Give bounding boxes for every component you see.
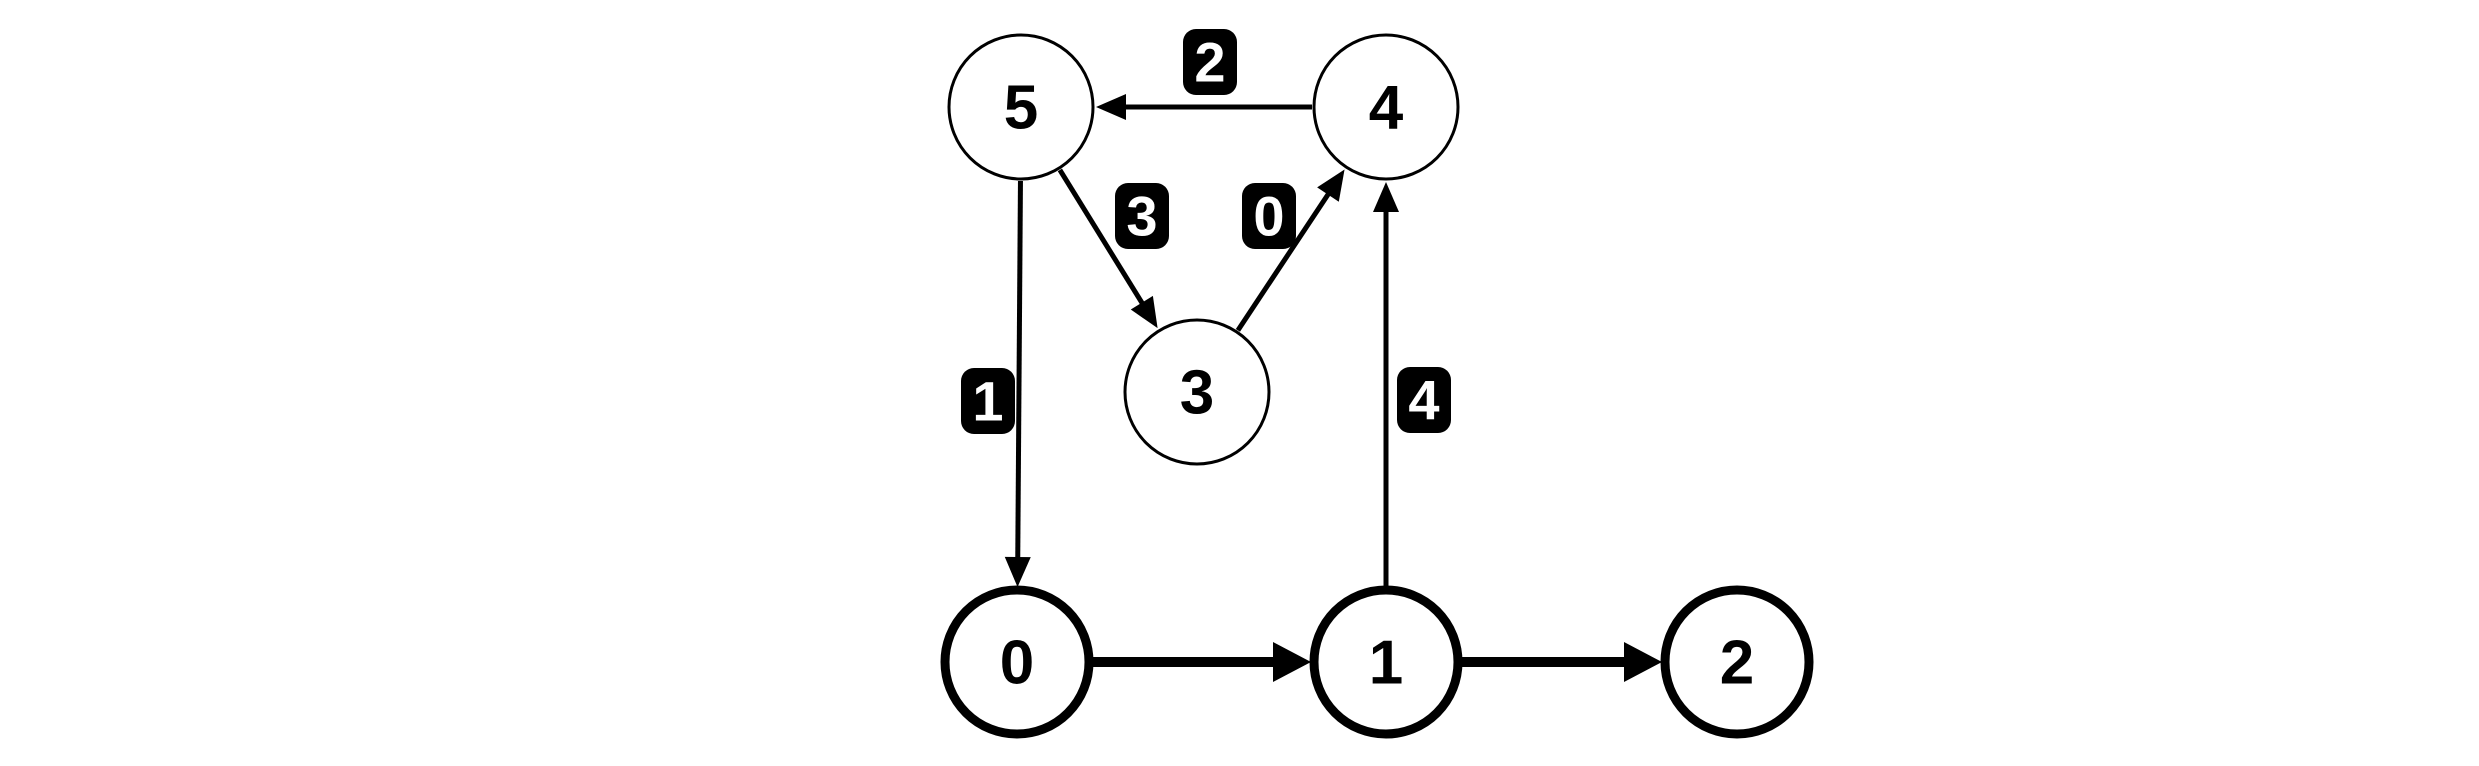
node-label: 4	[1369, 74, 1404, 143]
edge-weight-label: 3	[1126, 185, 1157, 248]
edge-weight-badge-0: 0	[1242, 183, 1296, 249]
node-5: 5	[947, 33, 1095, 181]
arrowhead-icon	[1273, 642, 1311, 682]
edge-weight-badge-3: 3	[1115, 183, 1169, 249]
node-4: 4	[1312, 33, 1460, 181]
node-label: 3	[1180, 359, 1214, 428]
node-circle	[1123, 318, 1271, 466]
badge-background	[1397, 367, 1451, 433]
edge-weight-label: 1	[972, 370, 1003, 433]
node-circle	[947, 33, 1095, 181]
node-label: 2	[1720, 629, 1754, 698]
arrowhead-icon	[1130, 295, 1158, 329]
edge-weight-label: 0	[1253, 185, 1284, 248]
edge-1-to-2	[1460, 642, 1662, 682]
edge-5-to-3	[1057, 168, 1158, 329]
edge-weight-badge-1: 1	[961, 368, 1015, 434]
node-0: 0	[940, 585, 1094, 739]
node-circle	[1312, 33, 1460, 181]
node-label: 0	[1000, 629, 1034, 698]
node-label: 5	[1004, 74, 1038, 143]
arrowhead-icon	[1096, 94, 1126, 120]
arrowhead-icon	[1004, 556, 1031, 588]
node-circle	[1309, 585, 1463, 739]
badge-background	[1115, 183, 1169, 249]
edge-weight-badge-2: 2	[1183, 29, 1237, 95]
arrowhead-icon	[1624, 642, 1662, 682]
badge-background	[1183, 29, 1237, 95]
edge-1-to-4	[1373, 182, 1399, 588]
arrowhead-icon	[1317, 169, 1345, 202]
edge-line	[1015, 180, 1023, 560]
node-circle	[1660, 585, 1814, 739]
node-3: 3	[1123, 318, 1271, 466]
badge-background	[1242, 183, 1296, 249]
edge-line	[1235, 191, 1332, 332]
edge-line	[1057, 168, 1146, 306]
edge-3-to-4	[1235, 169, 1345, 332]
node-circle	[940, 585, 1094, 739]
arrowhead-icon	[1373, 182, 1399, 212]
edge-weight-badge-4: 4	[1397, 367, 1451, 433]
edge-weight-label: 2	[1194, 31, 1225, 94]
edge-5-to-0	[1004, 180, 1031, 588]
edge-0-to-1	[1091, 642, 1311, 682]
node-label: 1	[1369, 629, 1403, 698]
badge-background	[961, 368, 1015, 434]
node-2: 2	[1660, 585, 1814, 739]
node-1: 1	[1309, 585, 1463, 739]
edge-weight-label: 4	[1408, 369, 1439, 432]
edge-4-to-5	[1096, 94, 1312, 120]
